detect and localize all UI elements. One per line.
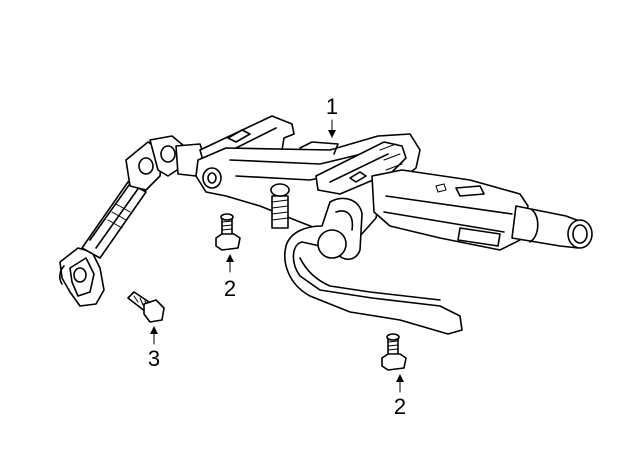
bolt-2-lower bbox=[381, 333, 407, 371]
steering-column-housing bbox=[195, 115, 421, 237]
callout-1: 1 bbox=[325, 94, 339, 119]
callout-2-upper: 2 bbox=[223, 276, 237, 301]
housing-stud bbox=[270, 183, 290, 229]
leader-3 bbox=[150, 326, 158, 345]
column-tube bbox=[371, 169, 593, 251]
tilt-lever bbox=[284, 197, 463, 335]
leader-1 bbox=[328, 119, 336, 138]
intermediate-shaft bbox=[59, 135, 207, 307]
callout-2-lower: 2 bbox=[393, 394, 407, 419]
callout-3: 3 bbox=[147, 346, 161, 371]
leader-2-upper bbox=[226, 254, 234, 273]
leader-2-lower bbox=[396, 374, 404, 393]
bolt-3 bbox=[127, 291, 165, 323]
bolt-2-upper bbox=[215, 213, 241, 251]
